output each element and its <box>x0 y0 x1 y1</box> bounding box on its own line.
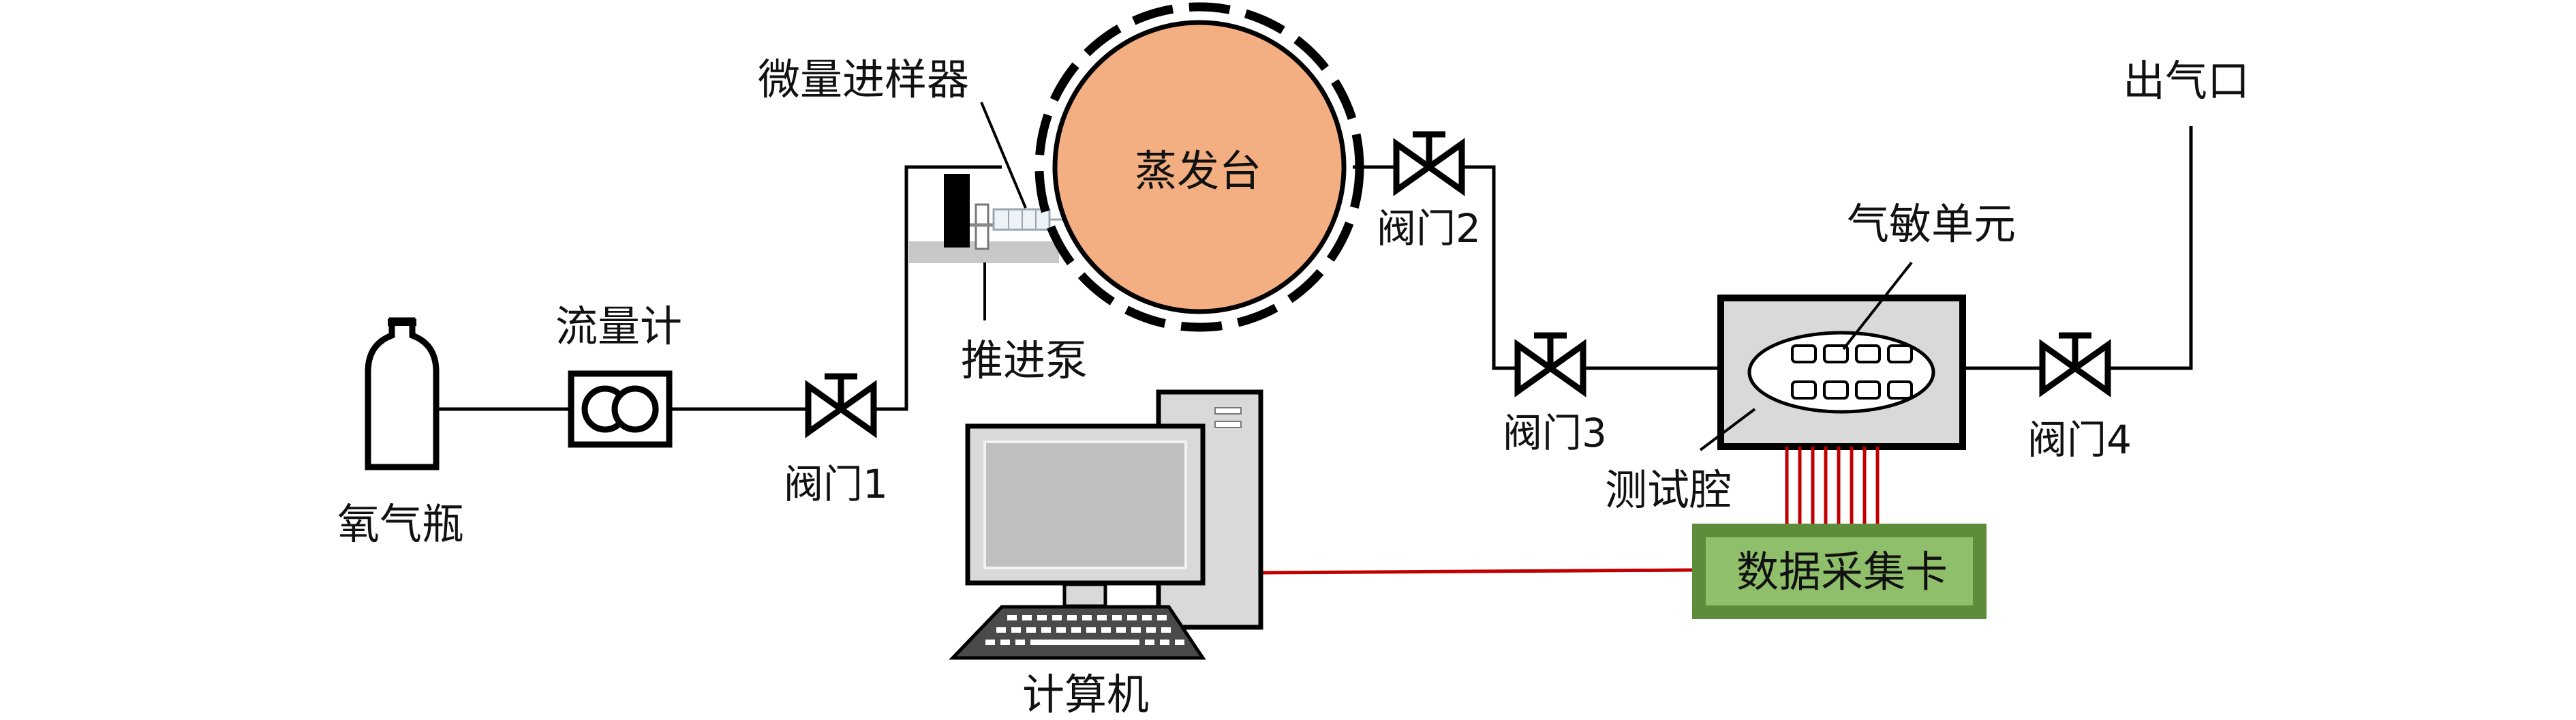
gas-outlet-label: 出气口 <box>2123 56 2250 106</box>
test-chamber-leader <box>1699 408 1756 451</box>
computer-label: 计算机 <box>1022 670 1149 719</box>
valve3-label: 阀门3 <box>1503 410 1607 456</box>
evaporator-icon <box>1034 2 1364 332</box>
data-card-icon <box>1692 524 1987 619</box>
gas-sensor-array <box>1791 344 1913 400</box>
data-card-label: 数据采集卡 <box>1736 547 1948 597</box>
micro-injector-leader <box>980 102 1027 209</box>
valve4-label: 阀门4 <box>2027 417 2132 463</box>
valve1-icon[interactable] <box>808 376 874 432</box>
flowmeter-icon <box>568 370 673 448</box>
gas-sensor-unit-label: 气敏单元 <box>1847 199 2016 249</box>
valve2-icon[interactable] <box>1396 134 1462 190</box>
oxygen-cylinder-label: 氧气瓶 <box>337 499 464 549</box>
gas-sensor-unit-leader <box>1842 261 1913 350</box>
gas-pipelines <box>438 126 2193 411</box>
valve1-label: 阀门1 <box>784 461 888 507</box>
push-pump-label: 推进泵 <box>961 335 1088 385</box>
push-pump-icon <box>909 174 1059 263</box>
valve3-icon[interactable] <box>1518 335 1583 391</box>
valve4-icon[interactable] <box>2042 335 2108 391</box>
test-chamber-icon <box>1717 295 1966 450</box>
computer-data-cable <box>1261 568 1693 575</box>
computer-icon <box>949 389 1263 660</box>
signal-wires <box>1785 447 1880 525</box>
valve2-label: 阀门2 <box>1377 205 1481 252</box>
oxygen-cylinder-icon <box>365 317 440 470</box>
test-chamber-label: 测试腔 <box>1605 465 1732 515</box>
micro-injector-icon <box>992 208 1071 231</box>
micro-injector-label: 微量进样器 <box>758 55 969 104</box>
evaporator-label: 蒸发台 <box>1135 146 1261 196</box>
flowmeter-label: 流量计 <box>555 301 682 351</box>
